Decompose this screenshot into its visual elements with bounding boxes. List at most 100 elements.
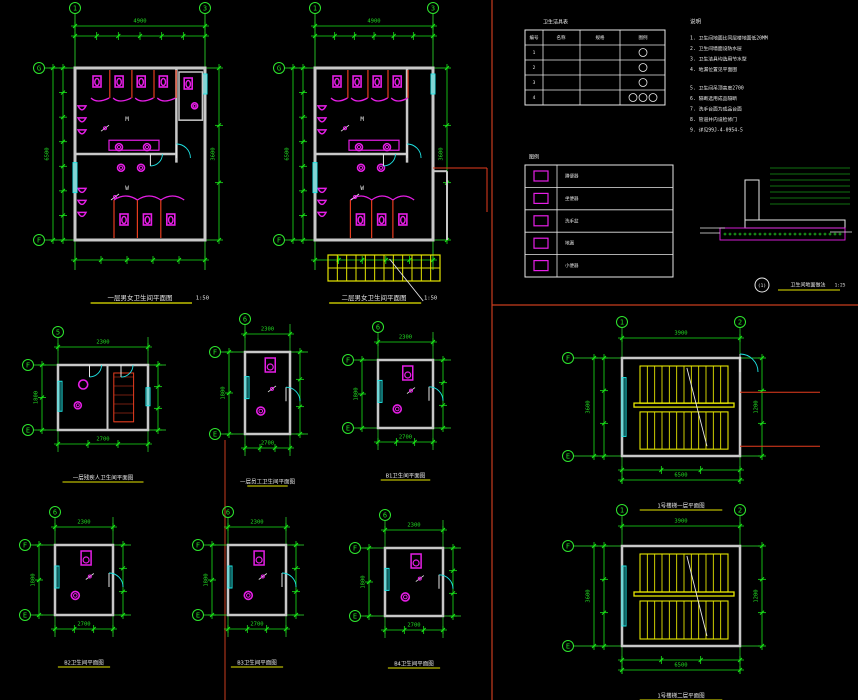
floor-drain: [340, 124, 350, 132]
legend-item-text: 洗手盆: [565, 217, 579, 224]
floor-drain: [267, 385, 277, 393]
dimension-line: 2300: [241, 327, 294, 338]
dimension-line: [618, 656, 744, 664]
dimension-value: 3600: [586, 400, 592, 413]
basin-fixture: [70, 590, 81, 601]
plan-title: 一层员工卫生间平面图: [240, 478, 295, 487]
basin-fixture: [255, 406, 266, 416]
detail-tag: (1): [758, 283, 766, 289]
service-room: [178, 71, 204, 121]
dimension-value: 1800: [34, 391, 40, 404]
dimension-line: [439, 356, 447, 432]
toilet-stalls-top: [90, 70, 177, 102]
toilet-fixture: [166, 213, 176, 226]
door-swing: [120, 364, 134, 378]
axis-bubble-1: 1: [69, 2, 81, 14]
basin-fixture: [243, 590, 254, 601]
basin-fixture: [400, 592, 411, 602]
table-col-header: 图例: [639, 34, 648, 41]
axis-bubble-1: 1: [309, 2, 321, 14]
legend-item-text: 小便器: [565, 262, 579, 269]
basin-fixture: [356, 163, 366, 173]
axis-bubble-top-label: 6: [243, 316, 247, 324]
table-col-header: 名称: [557, 34, 566, 41]
dimension-line: 2700: [241, 441, 294, 452]
dimension-value: 1800: [31, 573, 37, 586]
dimension-line: 1800: [361, 544, 373, 620]
note-line: 1. 卫生间地面比同层楼地面低20MM: [690, 35, 768, 42]
notes-header: 说明: [690, 18, 702, 26]
dimension-value: 6500: [674, 663, 687, 669]
floor-drain: [258, 573, 268, 580]
floor-drain: [415, 575, 425, 582]
basin-fixture: [382, 142, 392, 152]
room-label-men: M: [360, 116, 364, 123]
axis-bubble-f-label: F: [566, 355, 570, 363]
toilet-fixture: [352, 75, 362, 88]
axis-bubble-top: 6: [239, 313, 251, 325]
note-line: 3. 卫生洁具均选用节水型: [690, 56, 747, 63]
dimension-value: 3900: [674, 519, 687, 525]
plan-staff-toilet: F E 6 2300 2700 1800 一层员工卫生间平面图: [209, 313, 308, 700]
dimension-line: [154, 361, 162, 434]
table-col-header: 规格: [596, 34, 605, 41]
note-line: 6. 隔断选用成品隔断: [690, 95, 737, 102]
window: [54, 565, 60, 589]
dimension-line: 2700: [374, 435, 437, 446]
fixture-schedule-table: 卫生洁具表编号名称规格图例1234: [524, 19, 666, 106]
basin-counter: [108, 139, 160, 173]
plan-scale-text: 1:50: [424, 296, 437, 302]
basin-counter: [348, 139, 400, 173]
axis-bubble-g-label: G: [37, 65, 41, 73]
dimension-value: 1800: [361, 575, 367, 588]
dimension-value: 2700: [96, 437, 109, 443]
dimension-line: 3600: [586, 354, 598, 460]
dimension-value: 1200: [754, 400, 760, 413]
dimension-line: 1200: [754, 354, 766, 460]
door-swing: [382, 153, 396, 167]
floor-drain: [100, 124, 110, 132]
note-line: 7. 洗手台面为成品台面: [690, 106, 742, 113]
plan-title: B4卫生间平面图: [387, 660, 441, 669]
dimension-line: 1800: [221, 348, 233, 438]
floor-drain: [85, 573, 95, 580]
dimension-line: 3600: [211, 64, 223, 244]
dimension-value: 2700: [261, 441, 274, 447]
toilet-fixture: [119, 213, 129, 226]
dimension-line: [296, 348, 304, 438]
axis-bubble-e-label: E: [213, 431, 217, 439]
axis-bubble-2-label: 2: [738, 319, 742, 327]
axis-bubble-1-label: 1: [620, 319, 624, 327]
window: [227, 565, 233, 589]
stair-flight: [327, 254, 441, 302]
table-header: 图例: [529, 154, 539, 161]
plan-title-text: B2卫生间平面图: [64, 659, 104, 667]
axis-bubble-f: F: [209, 346, 221, 358]
toilet-fixture: [92, 75, 102, 88]
dimension-value: 2700: [407, 623, 420, 629]
dimension-line: [311, 32, 437, 40]
basin-fixture: [114, 142, 124, 152]
sheet-frame: [491, 0, 858, 700]
urinal-fixture: [316, 105, 328, 111]
window: [72, 162, 78, 194]
axis-bubble-1-label: 1: [620, 507, 624, 515]
stair-flights: [633, 553, 735, 640]
floor-drain: [110, 193, 120, 201]
dimension-line: 1800: [204, 541, 216, 619]
axis-bubble-2: 2: [734, 504, 746, 516]
dimension-value: 2700: [399, 435, 412, 441]
urinal-fixture: [316, 211, 328, 218]
dimension-line: 6500: [45, 64, 57, 244]
axis-bubble-f-label: F: [277, 237, 281, 245]
toilet-fixture: [392, 75, 402, 88]
plan-title-text: B1卫生间平面图: [386, 472, 426, 480]
dimension-line: 1800: [34, 361, 46, 434]
toilet-fixture: [114, 75, 124, 88]
